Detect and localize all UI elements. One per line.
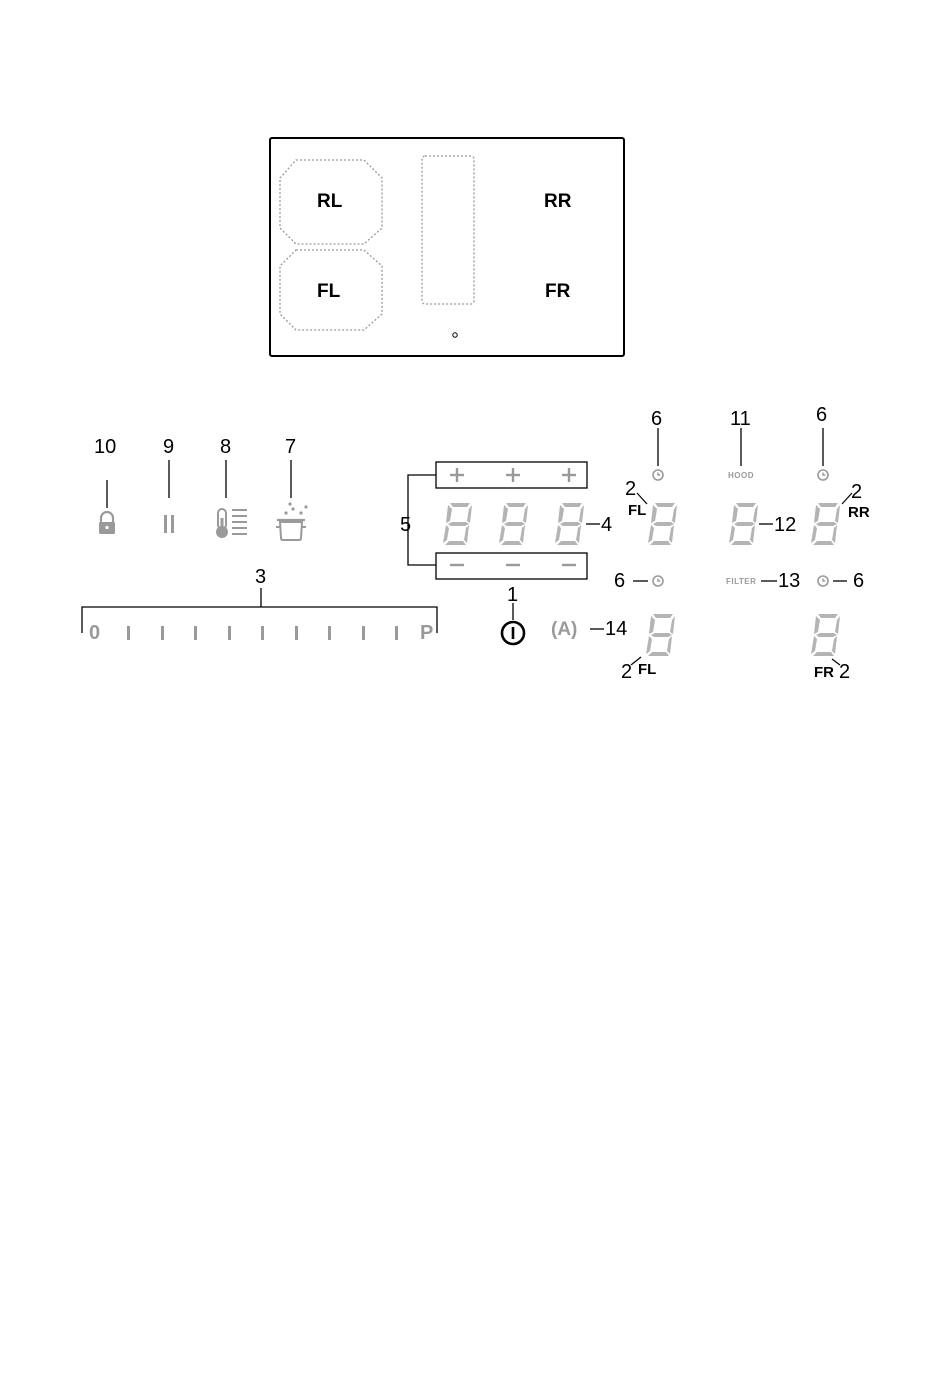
callout-13: 13 — [778, 571, 800, 591]
timer-icon — [818, 470, 828, 480]
slider-tick — [328, 626, 331, 640]
slider-tick — [194, 626, 197, 640]
zone-label-fl-bottom: FL — [638, 662, 656, 677]
callout-12: 12 — [774, 515, 796, 535]
slider-tick — [362, 626, 365, 640]
callout-5: 5 — [400, 515, 411, 535]
zone-digit-fl-top — [648, 503, 677, 545]
callout-2a: 2 — [625, 479, 636, 499]
callout-10: 10 — [94, 437, 116, 457]
zone-label-rr-panel: RR — [848, 505, 870, 520]
zone-label-fr-panel: FR — [814, 665, 834, 680]
slider-tick — [261, 626, 264, 640]
callout-8: 8 — [220, 437, 231, 457]
slider-label-start[interactable]: 0 — [89, 623, 100, 643]
slider-tick — [161, 626, 164, 640]
auto-button[interactable]: (A) — [551, 620, 577, 639]
slider-tick — [228, 626, 231, 640]
callout-11: 11 — [730, 409, 751, 429]
callout-9: 9 — [163, 437, 174, 457]
callout-2c: 2 — [621, 662, 632, 682]
zone-label-fl-top: FL — [628, 503, 646, 518]
pause-icon[interactable] — [164, 515, 174, 533]
callout-4: 4 — [601, 515, 612, 535]
callout-1: 1 — [507, 585, 518, 605]
plus-icons — [450, 468, 576, 482]
filter-label[interactable]: FILTER — [726, 577, 756, 586]
bracket-5 — [408, 475, 436, 565]
slider-label-end[interactable]: P — [420, 623, 433, 643]
zone-digit-fl-bottom — [646, 614, 675, 656]
control-panel-diagram — [0, 0, 950, 720]
callout-6a: 6 — [651, 409, 662, 429]
timer-icon — [818, 576, 828, 586]
timer-digit — [555, 503, 584, 545]
callout-2b: 2 — [851, 482, 862, 502]
timer-icon — [653, 470, 663, 480]
callout-7: 7 — [285, 437, 296, 457]
timer-icon — [653, 576, 663, 586]
timer-digit — [443, 503, 472, 545]
lock-icon[interactable] — [99, 512, 115, 534]
callout-2d: 2 — [839, 662, 850, 682]
callout-3: 3 — [255, 567, 266, 587]
plus-icon — [450, 468, 464, 482]
callout-6d: 6 — [853, 571, 864, 591]
plus-icon — [506, 468, 520, 482]
callout-14: 14 — [605, 619, 627, 639]
pot-icon[interactable] — [276, 502, 308, 540]
timer-digit — [499, 503, 528, 545]
hood-label[interactable]: HOOD — [728, 471, 754, 480]
slider-tick — [127, 626, 130, 640]
plus-icon — [562, 468, 576, 482]
slider-ticks — [127, 626, 398, 640]
slider-tick — [395, 626, 398, 640]
slider-tick — [295, 626, 298, 640]
hood-digit — [729, 503, 758, 545]
power-icon[interactable] — [502, 622, 524, 644]
thermometer-icon[interactable] — [216, 509, 247, 538]
callout-6c: 6 — [614, 571, 625, 591]
callout-6b: 6 — [816, 405, 827, 425]
zone-digit-rr — [811, 503, 840, 545]
slider-bracket — [82, 607, 437, 633]
zone-digit-fr — [811, 614, 840, 656]
